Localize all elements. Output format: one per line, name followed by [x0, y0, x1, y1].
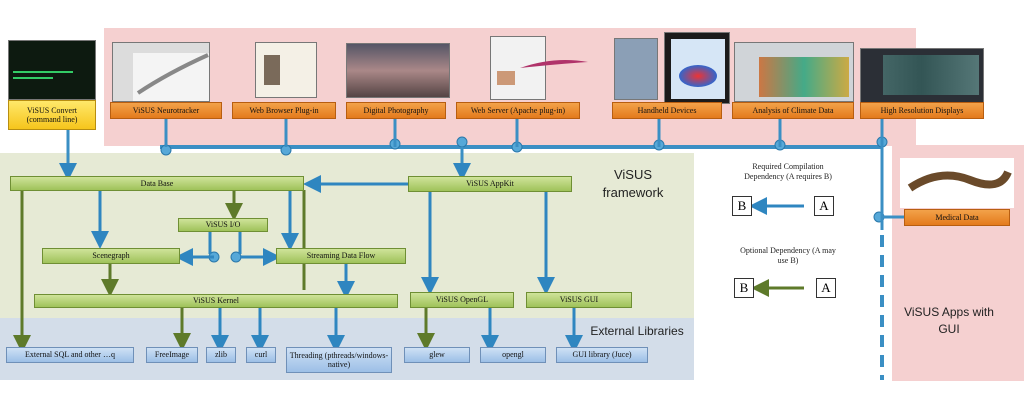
- framework-title: ViSUS framework: [602, 167, 664, 200]
- visus-convert-box: ViSUS Convert (command line): [8, 100, 96, 130]
- gui-library-box: GUI library (Juce): [556, 347, 648, 363]
- apps-region-title: ViSUS Apps with GUI: [904, 305, 994, 336]
- module-label: ViSUS AppKit: [466, 179, 514, 189]
- glew-box: glew: [404, 347, 470, 363]
- photography-thumbnail: [346, 43, 450, 98]
- library-label: FreeImage: [154, 350, 190, 360]
- app-label: Handheld Devices: [637, 105, 697, 115]
- module-label: Scenegraph: [92, 251, 130, 261]
- opengl-box: ViSUS OpenGL: [410, 292, 514, 308]
- app-label: Analysis of Climate Data: [752, 105, 834, 115]
- legend-optional-b: B: [734, 278, 754, 298]
- streaming-box: Streaming Data Flow: [276, 248, 406, 264]
- terminal-thumbnail: [8, 40, 96, 100]
- app-box-medical: Medical Data: [904, 209, 1010, 226]
- library-label: opengl: [502, 350, 524, 360]
- handheld-thumbnail-1: [614, 38, 658, 100]
- freeimage-box: FreeImage: [146, 347, 198, 363]
- legend-required-b: B: [732, 196, 752, 216]
- module-label: ViSUS I/O: [205, 220, 241, 230]
- threading-box: Threading (pthreads/windows-native): [286, 347, 392, 373]
- app-box-photography: Digital Photography: [346, 102, 446, 119]
- app-box-climate: Analysis of Climate Data: [732, 102, 854, 119]
- module-label: ViSUS Kernel: [193, 296, 239, 306]
- library-label: zlib: [215, 350, 227, 360]
- library-label: External SQL and other …q: [25, 350, 115, 360]
- app-box-web-server: Web Server (Apache plug-in): [456, 102, 580, 119]
- scenegraph-box: Scenegraph: [42, 248, 180, 264]
- visus-convert-label: ViSUS Convert (command line): [26, 105, 78, 124]
- opengl-lib-box: opengl: [480, 347, 546, 363]
- app-label: High Resolution Displays: [880, 105, 964, 115]
- app-box-web-browser: Web Browser Plug-in: [232, 102, 336, 119]
- module-label: ViSUS GUI: [559, 295, 599, 305]
- library-label: Threading (pthreads/windows-native): [289, 350, 389, 369]
- app-box-neurotracker: ViSUS Neurotracker: [110, 102, 222, 119]
- module-label: Data Base: [140, 178, 174, 188]
- climate-thumbnail: [734, 42, 854, 102]
- external-sql-box: External SQL and other …q: [6, 347, 134, 363]
- external-title: External Libraries: [590, 324, 684, 338]
- handheld-thumbnail-2: [664, 32, 730, 104]
- web-server-thumbnail: [490, 36, 546, 100]
- neurotracker-thumbnail: [112, 42, 210, 102]
- data-base-box: Data Base: [10, 176, 304, 191]
- appkit-box: ViSUS AppKit: [408, 176, 572, 192]
- app-label: Web Server (Apache plug-in): [470, 105, 566, 115]
- legend-optional-text: Optional Dependency (A may use B): [740, 246, 836, 266]
- app-label: ViSUS Neurotracker: [132, 105, 200, 115]
- legend-optional-a: A: [816, 278, 836, 298]
- app-label: Digital Photography: [363, 105, 429, 115]
- io-box: ViSUS I/O: [178, 218, 268, 232]
- display-wall-thumbnail: [860, 48, 984, 104]
- app-label: Web Browser Plug-in: [249, 105, 319, 115]
- kernel-box: ViSUS Kernel: [34, 294, 398, 308]
- web-browser-thumbnail: [255, 42, 317, 98]
- app-box-handheld: Handheld Devices: [612, 102, 722, 119]
- zlib-box: zlib: [206, 347, 236, 363]
- app-label: Medical Data: [935, 212, 979, 222]
- gui-box: ViSUS GUI: [526, 292, 632, 308]
- legend-required-a: A: [814, 196, 834, 216]
- module-label: Streaming Data Flow: [306, 251, 376, 261]
- medical-thumbnail: [900, 158, 1014, 208]
- library-label: glew: [429, 350, 445, 360]
- module-label: ViSUS OpenGL: [435, 295, 489, 305]
- apache-feather-icon: [518, 56, 590, 70]
- legend-required-text: Required Compilation Dependency (A requi…: [744, 162, 832, 182]
- curl-box: curl: [246, 347, 276, 363]
- library-label: curl: [254, 350, 268, 360]
- app-box-displays: High Resolution Displays: [860, 102, 984, 119]
- library-label: GUI library (Juce): [572, 350, 632, 360]
